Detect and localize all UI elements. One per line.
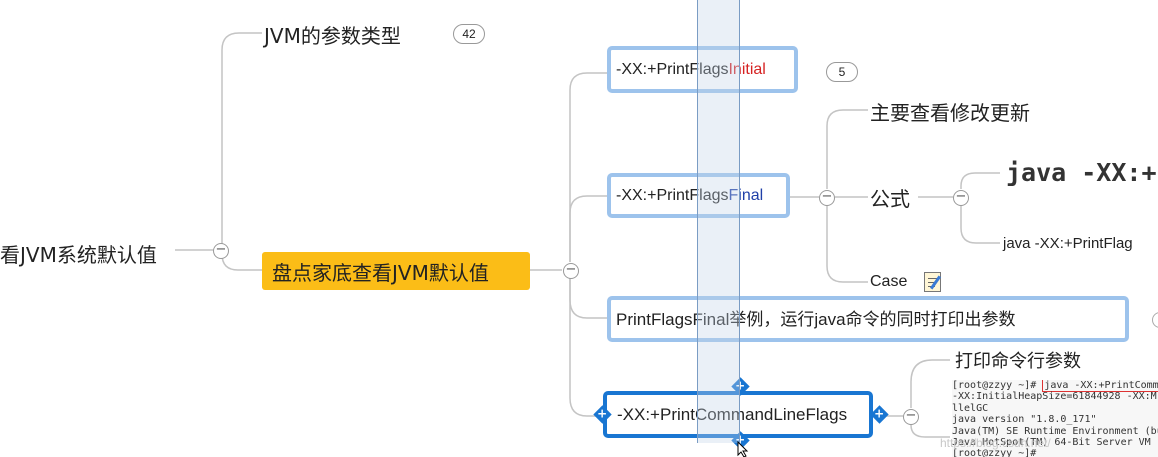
terminal-line: [root@zzyy ~]# [952, 448, 1037, 457]
print-cmdline-params-topic[interactable]: 打印命令行参数 [955, 351, 1081, 372]
mouse-cursor-icon [737, 441, 749, 457]
memo-icon[interactable] [924, 272, 942, 292]
formula-big-text: java -XX:+ [1006, 158, 1157, 187]
formula-topic[interactable]: 公式 [870, 187, 910, 211]
collapse-icon[interactable]: − [819, 190, 835, 206]
collapse-icon[interactable]: − [213, 243, 229, 259]
case-topic[interactable]: Case [870, 273, 908, 290]
watermark: https://blog.csdn.net/ [940, 436, 1051, 450]
terminal-line: java version "1.8.0_171" [952, 414, 1097, 426]
terminal-prompt: [root@zzyy ~]# [952, 380, 1043, 391]
node-initial-prefix: -XX:+PrintFlags [616, 60, 729, 78]
terminal-command: java -XX:+PrintComm [1042, 380, 1158, 392]
node-final-suffix: Final [728, 186, 764, 204]
collapse-icon[interactable]: − [563, 263, 579, 279]
terminal-line: Java HotSpot(TM) 64-Bit Server VM ( [952, 437, 1158, 449]
node-final-prefix: -XX:+PrintFlags [616, 186, 729, 204]
param-types-count-badge: 42 [453, 24, 485, 44]
collapse-icon[interactable]: − [953, 190, 969, 206]
initial-count-badge: 5 [826, 62, 858, 82]
terminal-line: llelGC [952, 402, 989, 414]
node-printflags-final-example[interactable]: PrintFlagsFinal举例，运行java命令的同时打印出参数 [607, 296, 1129, 342]
selection-overlay [697, 0, 740, 443]
node-initial-suffix: Initial [728, 60, 766, 78]
terminal-line: Java(TM) SE Runtime Environment (bu [952, 425, 1158, 437]
collapse-icon[interactable]: − [903, 409, 919, 425]
root-topic[interactable]: 盘点家底查看JVM默认值 [262, 252, 530, 290]
terminal-line: -XX:InitialHeapSize=61844928 -XX:M [952, 391, 1157, 403]
terminal-screenshot: [root@zzyy ~]# java -XX:+PrintComm -XX:I… [952, 380, 1158, 457]
main-update-topic[interactable]: 主要查看修改更新 [870, 101, 1030, 125]
param-types-topic[interactable]: JVM的参数类型 [264, 24, 401, 48]
formula-small-text[interactable]: java -XX:+PrintFlag [1003, 235, 1133, 252]
parent-topic[interactable]: 看JVM系统默认值 [0, 243, 157, 267]
